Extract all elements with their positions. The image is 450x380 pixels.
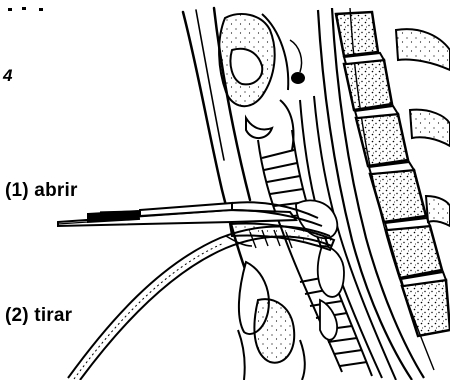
scan-marks bbox=[8, 7, 43, 11]
panel-number: 4 bbox=[3, 66, 13, 86]
epiglottis bbox=[246, 118, 272, 138]
tissue-at-tip bbox=[296, 200, 344, 339]
thyroid-region bbox=[238, 262, 305, 380]
step-1-label: (1) abrir bbox=[5, 180, 78, 202]
forceps-instrument bbox=[58, 202, 322, 226]
step-2-label: (2) tirar bbox=[5, 305, 72, 327]
curved-tube-instrument bbox=[68, 224, 334, 380]
